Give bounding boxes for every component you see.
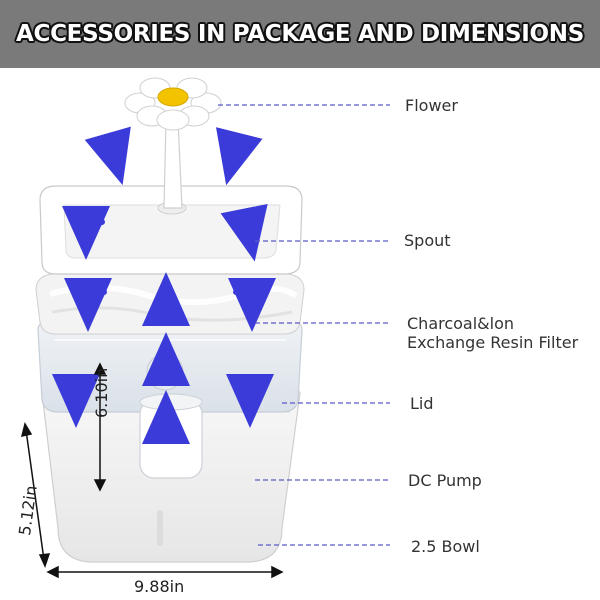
spout	[163, 119, 183, 209]
leader-lines	[218, 104, 390, 546]
arrow-icon	[220, 203, 268, 262]
title-banner: ACCESSORIES IN PACKAGE AND DIMENSIONS	[0, 0, 600, 68]
callout-bowl: 2.5 Bowl	[411, 537, 480, 556]
callout-filter-line2: Exchange Resin Filter	[407, 333, 579, 352]
arrow-icon	[62, 205, 111, 260]
flower	[124, 77, 222, 131]
dimension-lines	[20, 362, 284, 579]
banner-title: ACCESSORIES IN PACKAGE AND DIMENSIONS	[16, 21, 584, 47]
dimension-width: 9.88in	[134, 577, 185, 596]
height-outer-line	[25, 429, 45, 561]
flow-arrows	[52, 126, 276, 444]
callout-spout: Spout	[404, 231, 451, 250]
arrow-icon	[64, 277, 113, 332]
arrow-icon	[227, 277, 276, 332]
flower-center	[157, 87, 189, 107]
arrow-icon	[84, 126, 131, 186]
callout-pump: DC Pump	[408, 471, 482, 490]
callout-flower: Flower	[405, 96, 458, 115]
filter	[35, 273, 305, 335]
water-level-window	[157, 510, 163, 546]
dimension-height-inner: 6.10in	[92, 367, 111, 418]
callout-filter-line1: Charcoal&lon	[407, 314, 515, 333]
arrow-icon	[215, 127, 263, 186]
callout-lid: Lid	[410, 394, 434, 413]
